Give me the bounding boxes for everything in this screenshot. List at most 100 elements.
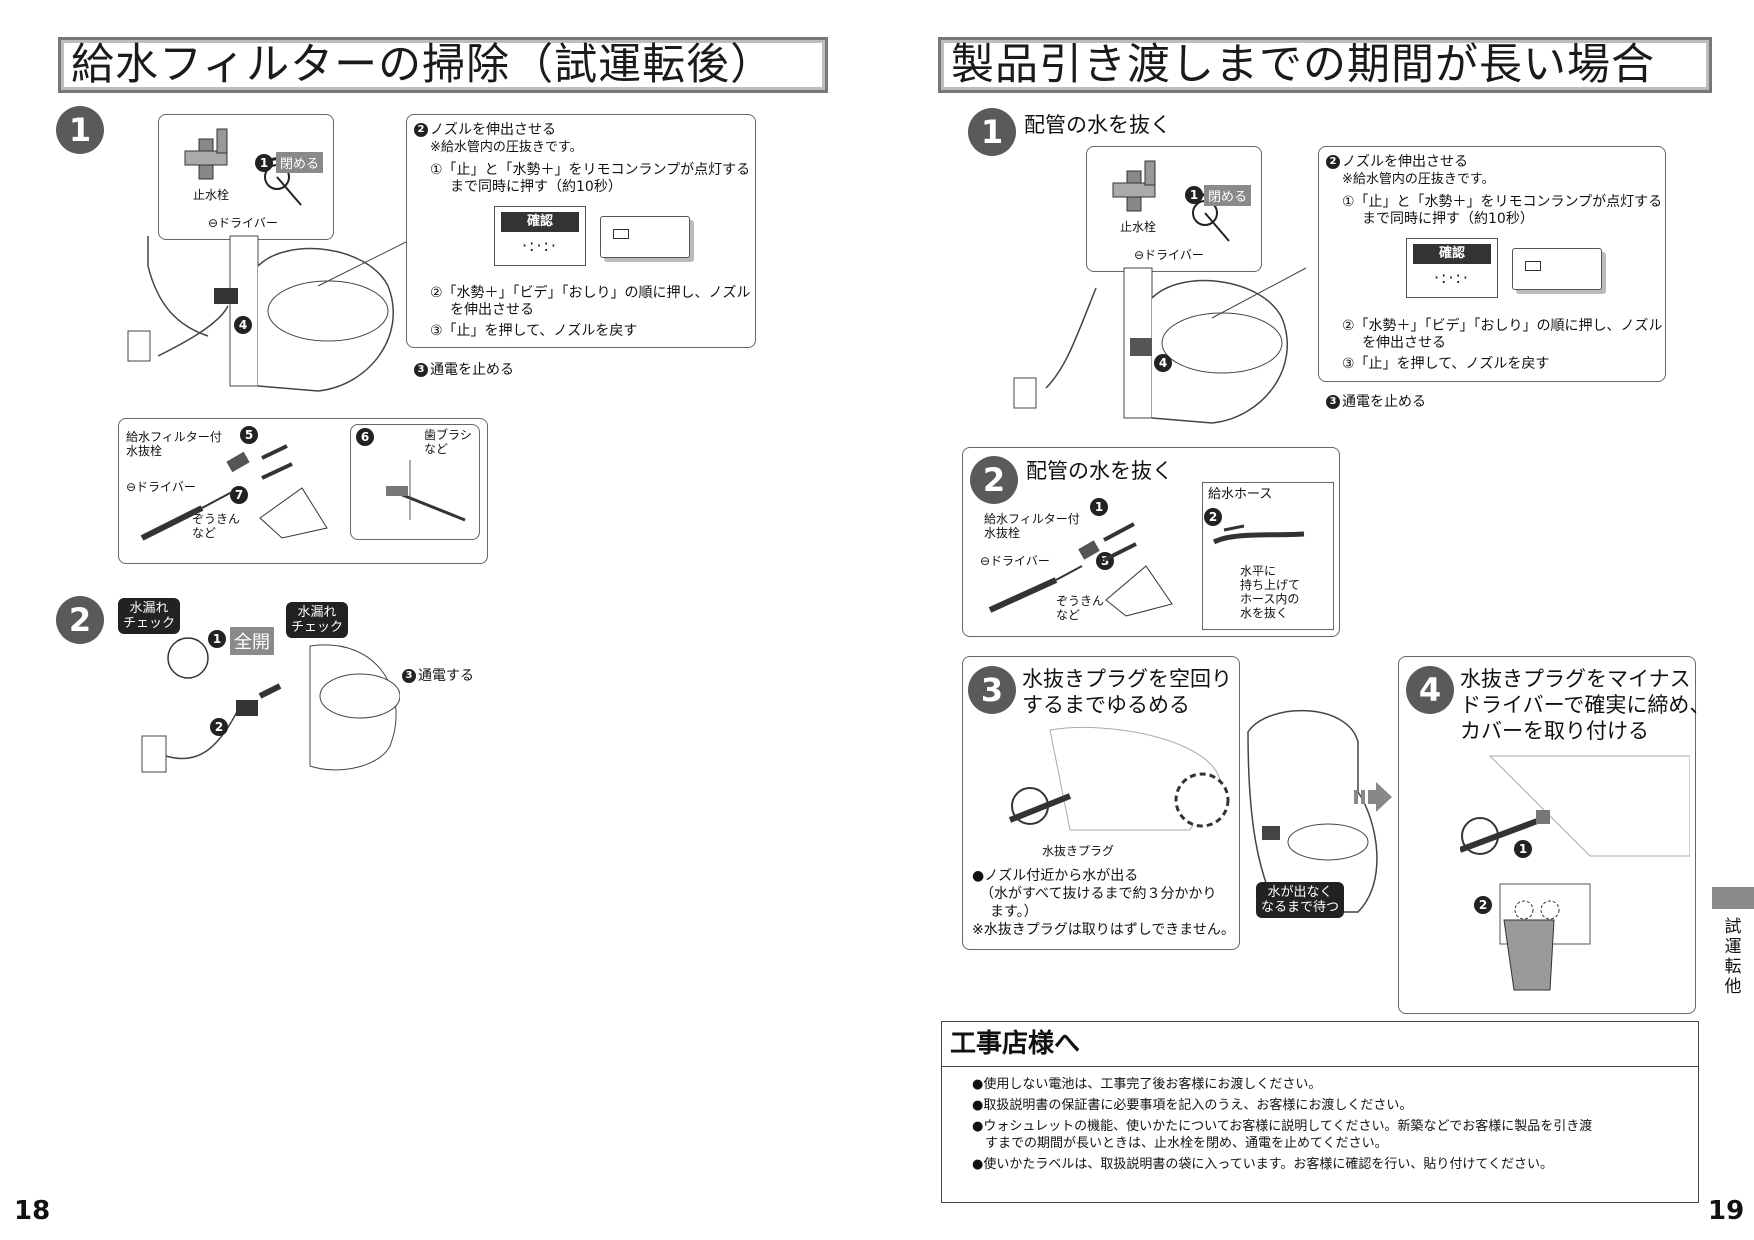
next-arrow-icon: [1354, 782, 1392, 812]
r-nozzle-step-3: ③「止」を押して、ノズルを戻す: [1342, 356, 1550, 372]
step-1-number: 1: [56, 106, 104, 154]
r4-callout-2: 2: [1474, 896, 1492, 914]
r2-driver-label: ⊖ドライバー: [980, 554, 1050, 568]
r2-filter-label: 給水フィルター付水抜栓: [984, 512, 1080, 540]
r-valve-label: 止水栓: [1120, 220, 1157, 234]
step3-note-2: （水がすべて抜けるまで約３分かかり: [980, 886, 1217, 902]
toothbrush-icon: [386, 460, 466, 522]
r-remote-icon: [1512, 248, 1602, 290]
r2-callout-2: 2: [1204, 508, 1222, 526]
callout-5: 5: [240, 426, 258, 444]
r-nozzle-step-1b: まで同時に押す（約10秒）: [1362, 211, 1534, 227]
remote-icon: [600, 216, 690, 258]
lamp-dots: ·:·:·: [521, 236, 559, 255]
contractor-item-4: ●使いかたラベルは、取扱説明書の袋に入っています。お客様に確認を行い、貼り付けて…: [972, 1157, 1554, 1172]
callout-6: 6: [356, 428, 374, 446]
contractor-title: 工事店様へ: [942, 1022, 1698, 1067]
nozzle-note: ※給水管内の圧抜きです。: [430, 140, 583, 155]
nozzle-step-1b: まで同時に押す（約10秒）: [450, 179, 622, 195]
contractor-item-3b: すまでの期間が長いときは、止水栓を閉め、通電を止めてください。: [972, 1136, 1388, 1151]
step-2-number: 2: [56, 596, 104, 644]
r-nozzle-note: ※給水管内の圧抜きです。: [1342, 172, 1495, 187]
r-callout-1: 1: [1185, 186, 1203, 204]
r-nozzle-step-2b: を伸出させる: [1362, 335, 1446, 351]
contractor-item-2: ●取扱説明書の保証書に必要事項を記入のうえ、お客様にお渡しください。: [972, 1098, 1413, 1113]
wait-tag: 水が出なくなるまで待つ: [1256, 882, 1345, 918]
r-step-1-number: 1: [968, 108, 1016, 156]
step3-note-3: ます。）: [990, 904, 1038, 920]
r-driver-label: ⊖ドライバー: [1134, 248, 1204, 262]
toilet-leak-check-illustration: [141, 637, 400, 773]
nozzle-step-2a: ②「水勢＋」「ビデ」「おしり」の順に押し、ノズル: [430, 285, 751, 301]
step2-callout-1: 1: [208, 630, 226, 648]
r4-callout-1: 1: [1514, 840, 1532, 858]
valve-callout: [158, 114, 334, 240]
plug-label: 水抜きプラグ: [1042, 844, 1115, 858]
nozzle-step-3: ③「止」を押して、ノズルを戻す: [430, 323, 638, 339]
r-nozzle-step-2a: ②「水勢＋」「ビデ」「おしり」の順に押し、ノズル: [1342, 318, 1663, 334]
leak-check-tag-2: 水漏れチェック: [286, 602, 349, 638]
r-step-1-heading: 配管の水を抜く: [1024, 113, 1171, 137]
page-title-right: 製品引き渡しまでの期間が長い場合: [938, 37, 1712, 93]
nozzle-step-2b: を伸出させる: [450, 302, 534, 318]
r-valve-callout: [1086, 146, 1262, 272]
brush-label: 歯ブラシなど: [424, 428, 472, 456]
r-step-4-number: 4: [1406, 666, 1454, 714]
r-close-tag: 閉める: [1204, 185, 1252, 206]
hose-illustration: [1212, 524, 1305, 545]
driver-label: ⊖ドライバー: [208, 216, 278, 230]
r-toilet-illustration: [1013, 267, 1306, 424]
filter-illustration: [140, 444, 328, 541]
callout-7: 7: [230, 486, 248, 504]
driver2-label: ⊖ドライバー: [126, 480, 196, 494]
page-title-left: 給水フィルターの掃除（試運転後）: [58, 37, 828, 93]
r-callout-4: 4: [1154, 354, 1172, 372]
r-lamp-dots: ·:·:·: [1433, 268, 1471, 287]
close-tag: 閉める: [276, 152, 324, 173]
step3-note-4: ※水抜きプラグは取りはずしできません。: [972, 922, 1235, 938]
leak-check-tag-1: 水漏れチェック: [118, 598, 181, 634]
r-valve-illustration: [1112, 160, 1230, 242]
tighten-plug-illustration: [1460, 755, 1690, 857]
section-tab: [1712, 887, 1754, 909]
page-number-left: 18: [14, 1196, 51, 1226]
contractor-item-3: ●ウォシュレットの機能、使いかたについてお客様に説明してください。新築などでお客…: [972, 1119, 1593, 1134]
contractor-notice: 工事店様へ ●使用しない電池は、工事完了後お客様にお渡しください。 ●取扱説明書…: [941, 1021, 1699, 1203]
r-step-3-heading: 水抜きプラグを空回りするまでゆるめる: [1022, 667, 1232, 717]
open-tag: 全開: [230, 627, 274, 655]
cover-illustration: [1499, 883, 1591, 991]
r2-callout-1: 1: [1090, 498, 1108, 516]
confirm-lamp: 確認 ·:·:·: [494, 206, 586, 266]
brush-subbox: [350, 424, 480, 540]
callout-4: 4: [234, 316, 252, 334]
hose-note: 水平に持ち上げてホース内の水を抜く: [1240, 564, 1301, 620]
r-step-2-number: 2: [970, 456, 1018, 504]
confirm-title: 確認: [501, 212, 579, 232]
rag-label: ぞうきんなど: [192, 512, 241, 540]
r-step-3-number: 3: [968, 666, 1016, 714]
hose-subbox: [1202, 482, 1334, 630]
r-step-2-heading: 配管の水を抜く: [1026, 459, 1173, 483]
r-confirm-lamp: 確認 ·:·:·: [1406, 238, 1498, 298]
toilet-illustration: [127, 235, 418, 392]
toilet-drain-illustration: [1247, 709, 1378, 913]
drain-plug-illustration: [1008, 727, 1230, 831]
r-confirm-title: 確認: [1413, 244, 1491, 264]
page-number-right: 19: [1708, 1196, 1745, 1226]
r2-rag-label: ぞうきんなど: [1056, 594, 1105, 622]
section-tab-label: 試 運 転 他: [1724, 917, 1742, 997]
contractor-item-1: ●使用しない電池は、工事完了後お客様にお渡しください。: [972, 1077, 1322, 1092]
valve-label: 止水栓: [193, 188, 230, 202]
hose-title: 給水ホース: [1208, 487, 1273, 502]
filter-label: 給水フィルター付水抜栓: [126, 430, 222, 458]
step2-callout-2: 2: [210, 718, 228, 736]
callout-1: 1: [255, 154, 273, 172]
r2-filter-illustration: [988, 522, 1173, 617]
nozzle-step-1a: ①「止」と「水勢＋」をリモコンランプが点灯する: [430, 162, 751, 178]
r-nozzle-step-1a: ①「止」と「水勢＋」をリモコンランプが点灯する: [1342, 194, 1663, 210]
